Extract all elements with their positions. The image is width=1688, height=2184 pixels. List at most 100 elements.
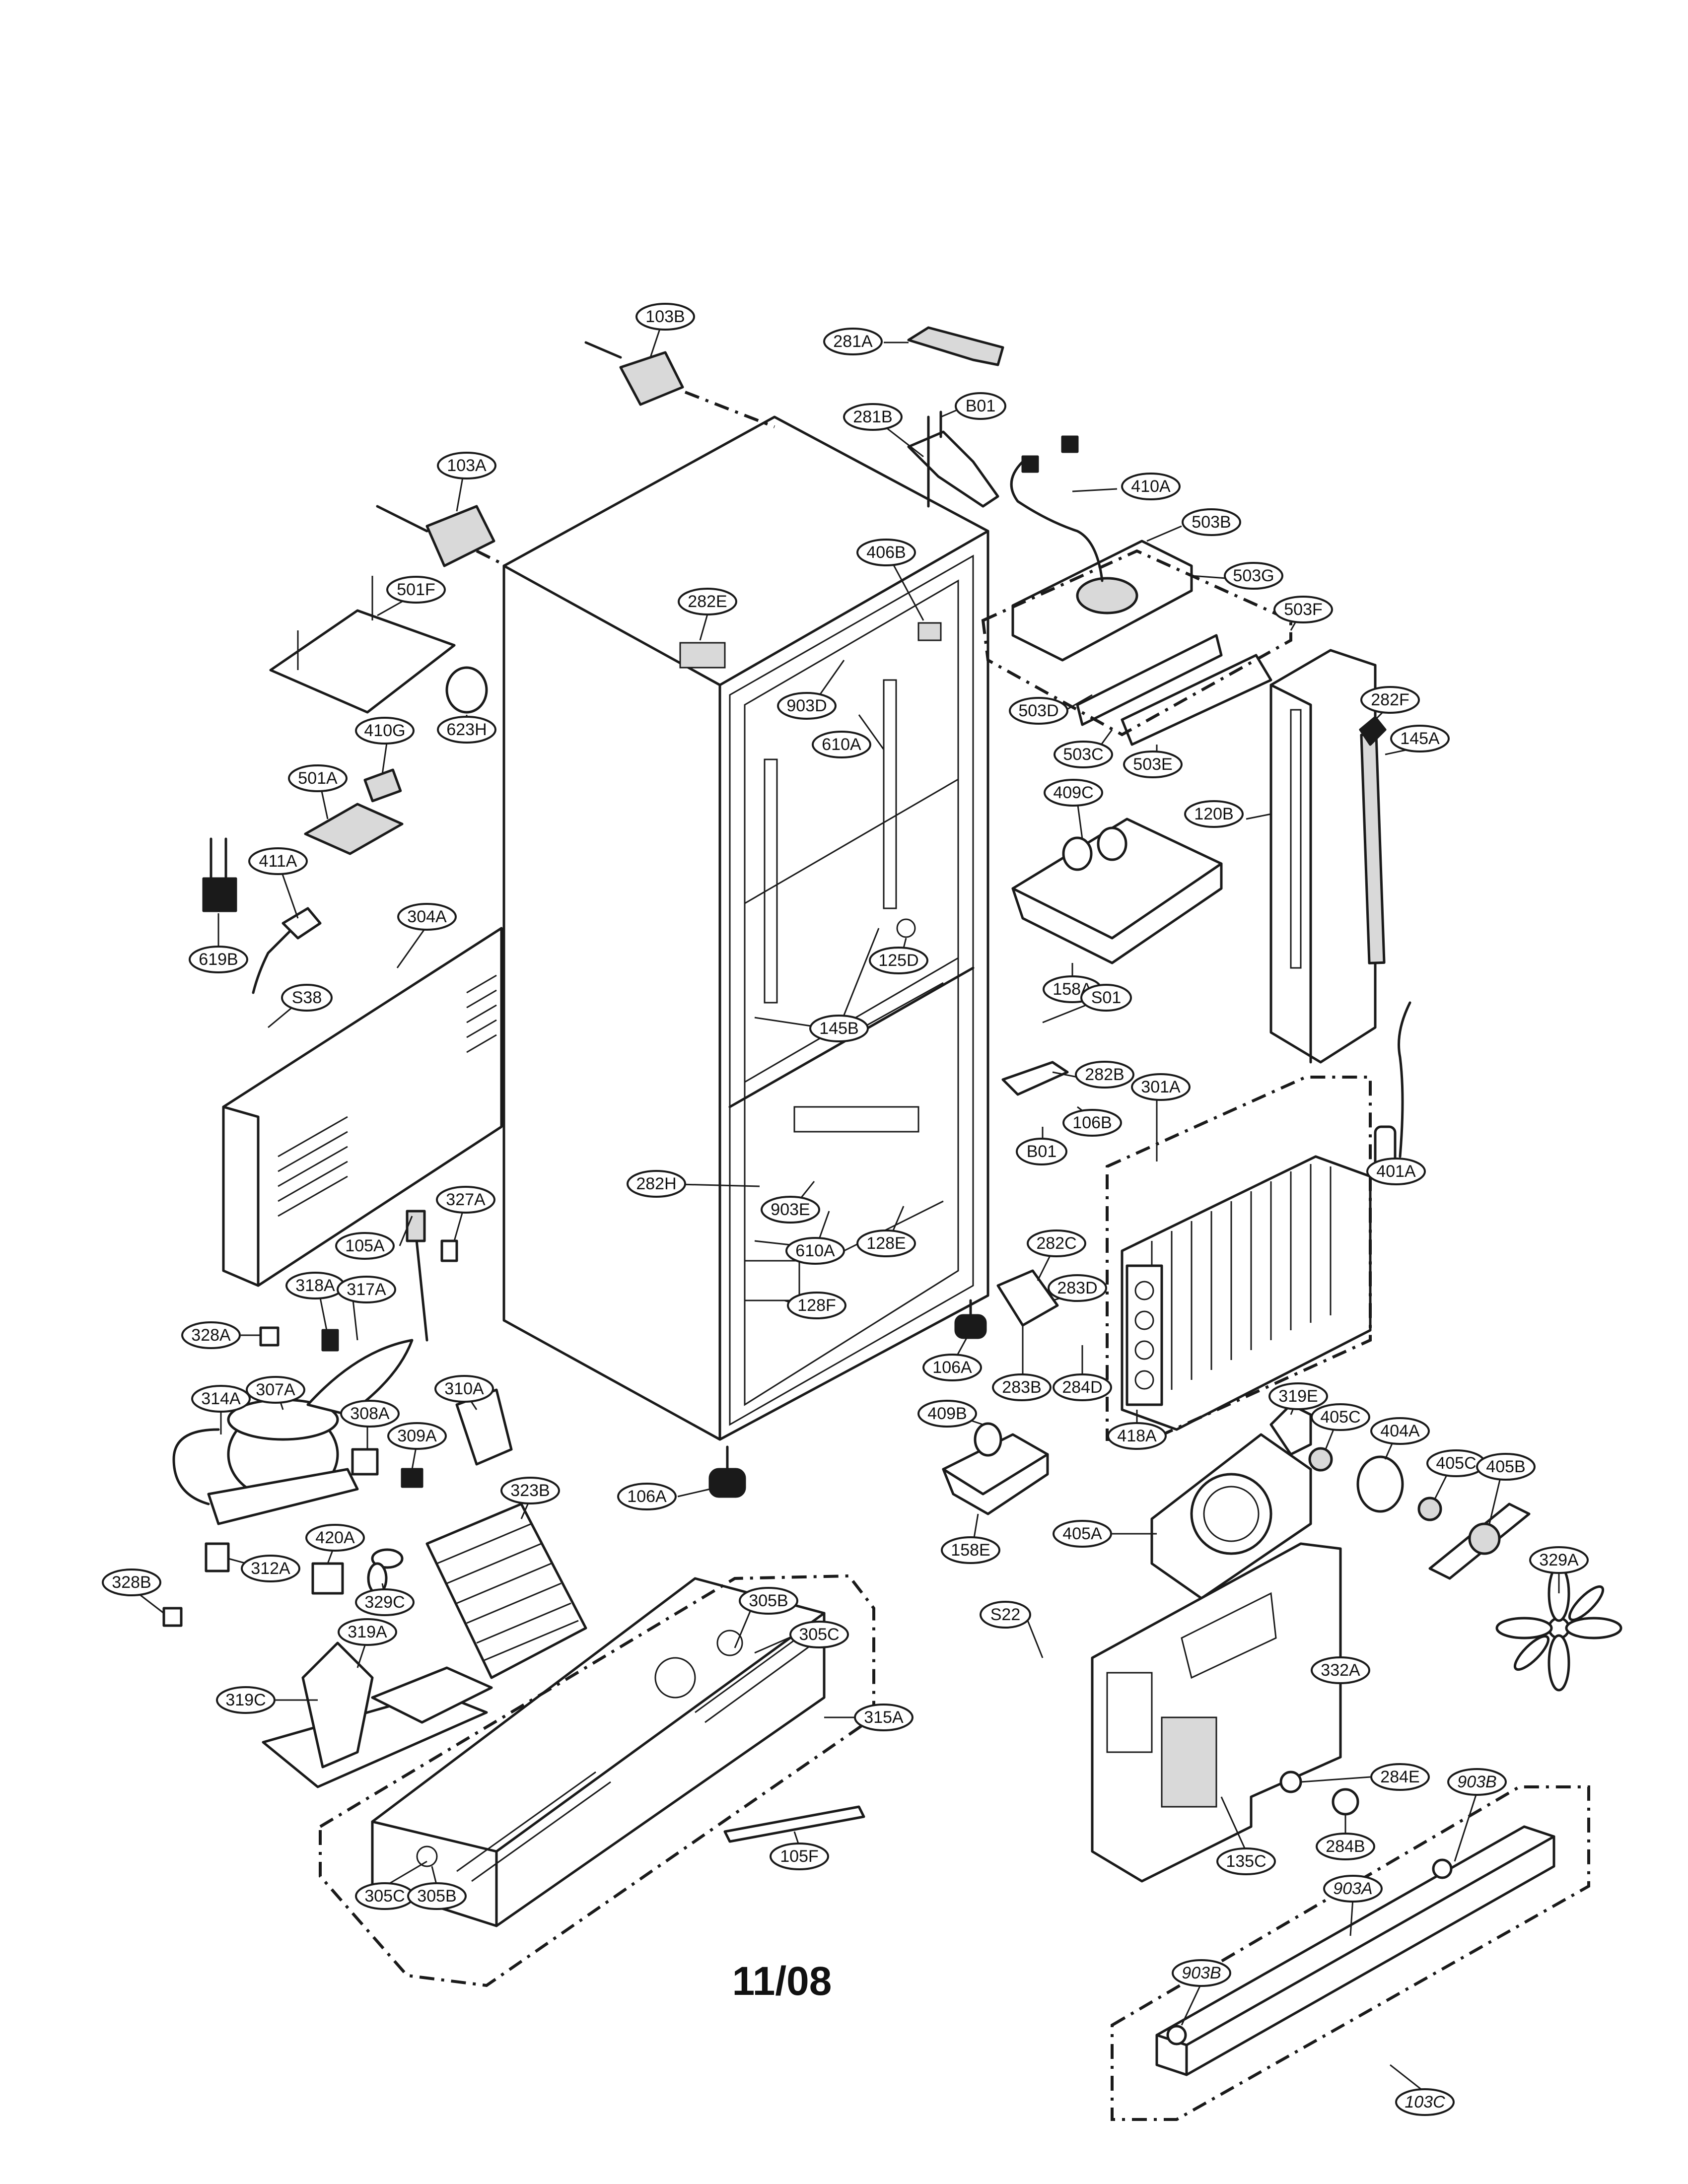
callout-903d: 903D: [777, 692, 837, 720]
evaporator-group-outline: [1106, 1076, 1372, 1441]
svg-text:503C: 503C: [1063, 745, 1103, 764]
svg-text:282C: 282C: [1036, 1234, 1076, 1253]
callout-404a: 404A: [1370, 1417, 1430, 1445]
svg-text:418A: 418A: [1117, 1427, 1157, 1445]
svg-text:610A: 610A: [822, 735, 861, 754]
part-317a: [306, 1329, 414, 1416]
svg-text:282H: 282H: [636, 1174, 676, 1193]
callout-125d: 125D: [869, 947, 928, 974]
callout-323b: 323B: [500, 1477, 560, 1504]
callout-103a: 103A: [437, 452, 496, 479]
base-group-outline: [319, 1574, 875, 1987]
callout-314a: 314A: [191, 1385, 251, 1413]
callout-401a: 401A: [1366, 1158, 1426, 1185]
callout-410g: 410G: [355, 717, 415, 745]
svg-text:404A: 404A: [1380, 1422, 1420, 1440]
callout-405b: 405B: [1476, 1453, 1536, 1481]
svg-text:327A: 327A: [446, 1190, 486, 1209]
svg-text:501F: 501F: [397, 580, 435, 599]
svg-text:406B: 406B: [866, 543, 906, 562]
svg-text:284E: 284E: [1380, 1768, 1419, 1786]
svg-text:610A: 610A: [795, 1241, 835, 1260]
part-328b: [162, 1607, 183, 1627]
callout-305c-lower: 305C: [355, 1882, 415, 1910]
callout-503f: 503F: [1273, 596, 1333, 623]
svg-text:410A: 410A: [1131, 477, 1171, 496]
callout-328b: 328B: [102, 1569, 161, 1596]
svg-text:309A: 309A: [397, 1427, 437, 1445]
part-405c-lower: [1417, 1497, 1442, 1521]
svg-text:315A: 315A: [864, 1708, 904, 1727]
svg-text:503F: 503F: [1284, 600, 1323, 619]
part-903b-lower: [1166, 2025, 1187, 2046]
svg-text:283D: 283D: [1057, 1279, 1097, 1297]
callout-903e: 903E: [761, 1196, 820, 1224]
callout-327a: 327A: [436, 1186, 495, 1214]
svg-text:282E: 282E: [688, 592, 727, 611]
part-410g: [363, 768, 402, 803]
part-619b: [202, 837, 237, 912]
wire-314a: [172, 1428, 220, 1505]
callout-120b: 120B: [1184, 800, 1244, 828]
callout-b01: B01: [955, 392, 1006, 420]
callout-623h: 623H: [437, 716, 496, 744]
knob-623h: [445, 666, 488, 714]
callout-503d: 503D: [1009, 697, 1068, 725]
callout-145a: 145A: [1390, 725, 1450, 752]
svg-text:503G: 503G: [1233, 566, 1274, 585]
callout-105a: 105A: [335, 1232, 395, 1260]
svg-text:319C: 319C: [225, 1691, 266, 1709]
callout-501f: 501F: [386, 576, 446, 604]
svg-text:304A: 304A: [407, 907, 447, 926]
svg-text:305B: 305B: [417, 1887, 456, 1906]
svg-text:106A: 106A: [932, 1358, 972, 1377]
callout-135c: 135C: [1216, 1847, 1276, 1875]
callout-610a-lower: 610A: [785, 1237, 845, 1265]
part-308a: [351, 1448, 379, 1476]
callout-319e: 319E: [1268, 1382, 1328, 1410]
part-282f: [1359, 716, 1387, 746]
cord-411a: [252, 922, 299, 994]
callout-410a: 410A: [1121, 473, 1181, 500]
callout-319c: 319C: [216, 1686, 276, 1714]
svg-text:S22: S22: [990, 1605, 1021, 1624]
svg-text:329C: 329C: [364, 1593, 405, 1612]
callout-282h: 282H: [627, 1170, 686, 1198]
fan-blade-329a: [1495, 1565, 1622, 1692]
lamp-tray-158a: [1011, 818, 1223, 964]
callout-281a: 281A: [823, 328, 883, 355]
svg-text:S01: S01: [1091, 988, 1122, 1007]
callout-301a: 301A: [1131, 1073, 1191, 1101]
fan-329c: [367, 1548, 404, 1595]
callout-328a: 328A: [181, 1321, 241, 1349]
harness-401a: [1374, 1001, 1411, 1173]
callout-411a: 411A: [248, 847, 308, 875]
callout-903b-lower: 903B: [1172, 1959, 1231, 1987]
part-420a: [311, 1562, 344, 1595]
svg-text:283B: 283B: [1002, 1378, 1041, 1397]
callout-903a: 903A: [1323, 1875, 1383, 1903]
lamp-tray-158e: [942, 1422, 1049, 1515]
strip-105f: [723, 1805, 865, 1843]
callout-145b: 145B: [809, 1015, 869, 1042]
callout-610a-upper: 610A: [812, 731, 871, 758]
part-327a: [440, 1239, 458, 1262]
svg-text:319A: 319A: [348, 1623, 387, 1641]
board-501a: [304, 803, 404, 855]
callout-304a: 304A: [397, 903, 457, 931]
svg-text:332A: 332A: [1321, 1661, 1360, 1680]
svg-text:106B: 106B: [1072, 1113, 1112, 1132]
plug-411a: [281, 907, 322, 940]
part-309a: [401, 1468, 423, 1488]
callout-283d: 283D: [1048, 1274, 1107, 1302]
callout-305b-upper: 305B: [739, 1587, 798, 1615]
svg-text:329A: 329A: [1539, 1551, 1579, 1570]
svg-text:619B: 619B: [199, 950, 238, 969]
callout-503g: 503G: [1224, 562, 1283, 590]
callout-labels: 103B 281A B01 281B 410A 103A 503B 406B 5…: [102, 303, 1589, 2116]
svg-text:405B: 405B: [1486, 1457, 1525, 1476]
bottom-grille-103c: [1155, 1825, 1555, 2076]
callout-283b: 283B: [992, 1373, 1052, 1401]
svg-text:305B: 305B: [749, 1591, 788, 1610]
callout-503c: 503C: [1054, 741, 1113, 768]
